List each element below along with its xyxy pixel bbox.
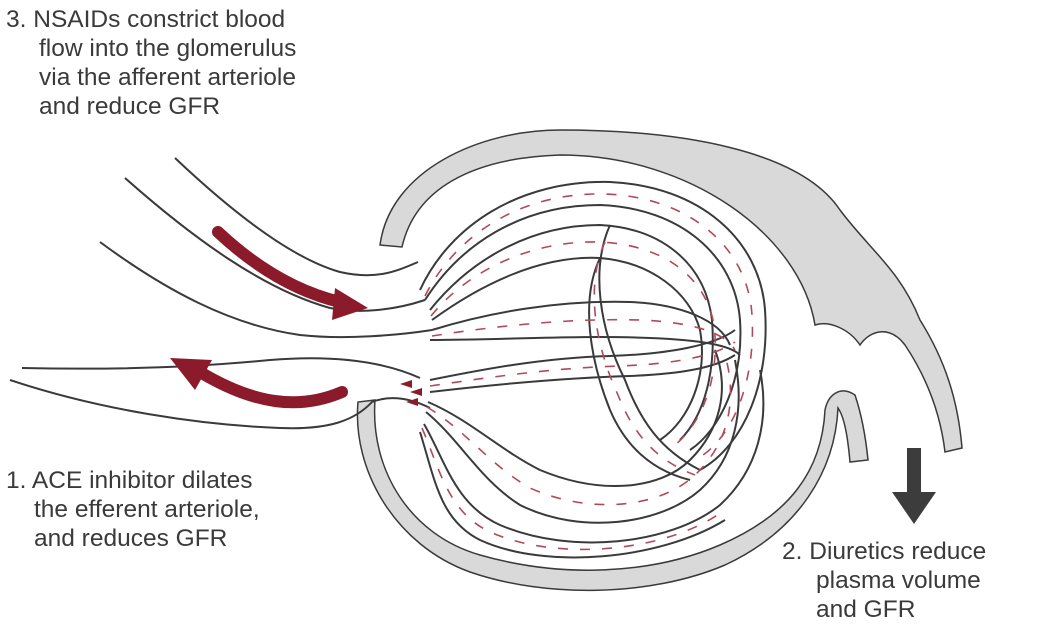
bowmans-capsule-outer-wall (380, 130, 962, 452)
diuretics-annotation-line-2: plasma volume (782, 566, 986, 595)
afferent-arteriole (100, 158, 432, 337)
nsaids-annotation: 3. NSAIDs constrict blood flow into the … (6, 5, 296, 121)
bowmans-capsule (357, 130, 962, 590)
ace-inhibitor-annotation-line-2: the efferent arteriole, (6, 495, 260, 524)
nsaids-annotation-line-2: flow into the glomerulus (6, 34, 296, 63)
curved-arrow-right-icon (218, 232, 368, 320)
diuretics-annotation-line-1: Diuretics reduce (809, 538, 986, 565)
ace-inhibitor-annotation-line-1: ACE inhibitor dilates (32, 467, 253, 494)
diuretics-annotation-number: 2. (782, 537, 802, 566)
ace-inhibitor-annotation-number: 1. (6, 466, 26, 495)
nsaids-annotation-line-1: NSAIDs constrict blood (33, 6, 285, 33)
ace-inhibitor-annotation: 1. ACE inhibitor dilates the efferent ar… (6, 466, 260, 553)
nsaids-annotation-line-4: and reduce GFR (6, 92, 296, 121)
nsaids-annotation-number: 3. (6, 5, 26, 34)
diuretics-annotation-line-3: and GFR (782, 595, 986, 624)
curved-arrow-left-icon (170, 358, 342, 402)
diuretics-annotation: 2. Diuretics reduce plasma volume and GF… (782, 537, 986, 624)
nsaids-annotation-line-3: via the afferent arteriole (6, 63, 296, 92)
arrow-down-icon (892, 448, 936, 524)
ace-inhibitor-annotation-line-3: and reduces GFR (6, 524, 260, 553)
